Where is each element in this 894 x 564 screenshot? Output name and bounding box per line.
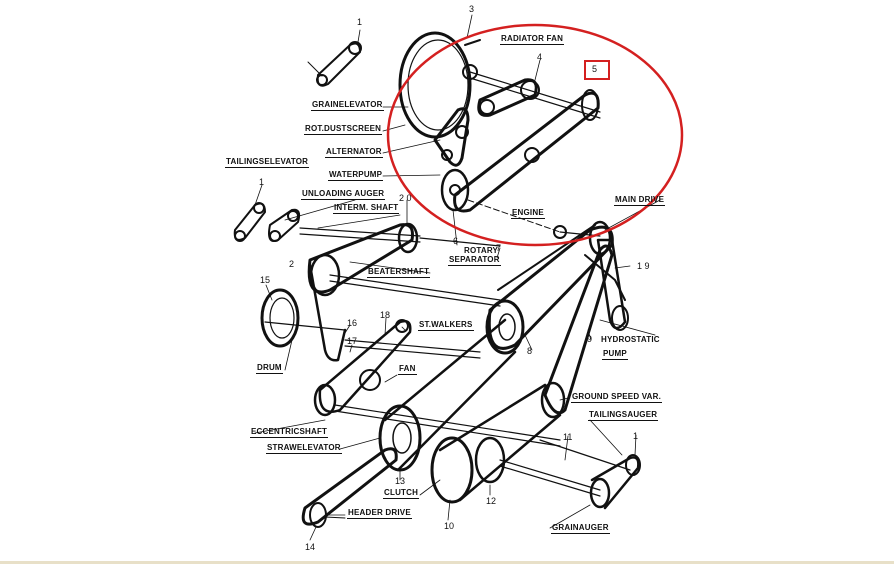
label-header-drive: HEADER DRIVE	[347, 508, 412, 519]
label-st-walkers: ST.WALKERS	[418, 320, 474, 331]
walker-fan-belt	[313, 319, 561, 447]
alternator-belt	[433, 107, 567, 239]
tailings-elevator-chain	[233, 202, 301, 242]
label-straw-elevator: STRAWELEVATOR	[266, 443, 342, 454]
label-unloading-auger: UNLOADING AUGER	[301, 189, 386, 200]
part-number-5: 5	[592, 64, 598, 74]
highlight-box-5	[584, 60, 610, 80]
part-number-1-tailings: 1	[259, 177, 265, 187]
label-grain-auger: GRAINAUGER	[551, 523, 610, 534]
part-number-6: 6	[453, 236, 459, 246]
intermediate-shaft	[299, 222, 501, 254]
label-radiator-fan: RADIATOR FAN	[500, 34, 565, 45]
highlight-ellipse	[386, 23, 684, 247]
part-number-10: 10	[444, 521, 455, 531]
part-number-4: 4	[537, 52, 543, 62]
label-main-drive: MAIN DRIVE	[614, 195, 666, 206]
radiator-fan-belt	[469, 71, 601, 119]
ground-speed-belt	[540, 244, 614, 419]
part-number-3: 3	[469, 4, 475, 14]
label-clutch: CLUTCH	[383, 488, 420, 499]
part-number-19: 1 9	[637, 261, 650, 271]
label-fan: FAN	[398, 364, 417, 375]
part-number-11: 11	[563, 432, 573, 442]
part-number-7: 7	[496, 243, 502, 253]
label-alternator: ALTERNATOR	[325, 147, 383, 158]
part-number-16: 16	[347, 318, 358, 328]
part-number-17: 17	[347, 336, 358, 346]
part-number-14: 14	[305, 542, 316, 552]
part-number-1-right: 1	[633, 431, 639, 441]
label-eccentric-shaft: ECCENTRICSHAFT	[250, 427, 329, 438]
label-beatershaft: BEATERSHAFT	[367, 267, 431, 278]
bottom-border	[0, 561, 894, 564]
hydrostatic-belt	[584, 238, 629, 331]
part-number-2: 2	[289, 259, 295, 269]
label-rot-dustscreen: ROT.DUSTSCREEN	[304, 124, 383, 135]
part-number-9: 9	[587, 334, 593, 344]
drum-pulley	[260, 263, 347, 362]
label-drum: DRUM	[256, 363, 283, 374]
engine-belt	[453, 89, 600, 213]
part-number-12: 12	[486, 496, 497, 506]
grain-elevator-chain	[307, 41, 362, 87]
part-number-13: 13	[395, 476, 406, 486]
lower-pulleys	[430, 383, 562, 504]
label-waterpump: WATERPUMP	[328, 170, 384, 181]
label-tailings-auger: TAILINGSAUGER	[588, 410, 659, 421]
auger-drives	[499, 439, 641, 510]
label-grain-elevator: GRAINELEVATOR	[311, 100, 384, 111]
label-rotary: ROTARY	[464, 246, 499, 255]
dustscreen-pulley	[398, 31, 481, 139]
part-number-1-top: 1	[357, 17, 363, 27]
part-number-18: 18	[380, 310, 391, 320]
label-tailings-elevator: TAILINGSELEVATOR	[225, 157, 310, 168]
label-ground-speed-var: GROUND SPEED VAR.	[571, 392, 663, 403]
label-engine: ENGINE	[511, 208, 545, 219]
label-pump: PUMP	[602, 349, 628, 360]
label-interm-shaft: INTERM. SHAFT	[333, 203, 400, 214]
label-hydrostatic: HYDROSTATIC	[601, 335, 660, 344]
label-separator: SEPARATOR	[448, 255, 501, 266]
leader-lines	[254, 14, 661, 541]
part-number-20: 2 0	[399, 193, 412, 203]
part-number-8: 8	[527, 346, 533, 356]
part-number-15: 15	[260, 275, 271, 285]
